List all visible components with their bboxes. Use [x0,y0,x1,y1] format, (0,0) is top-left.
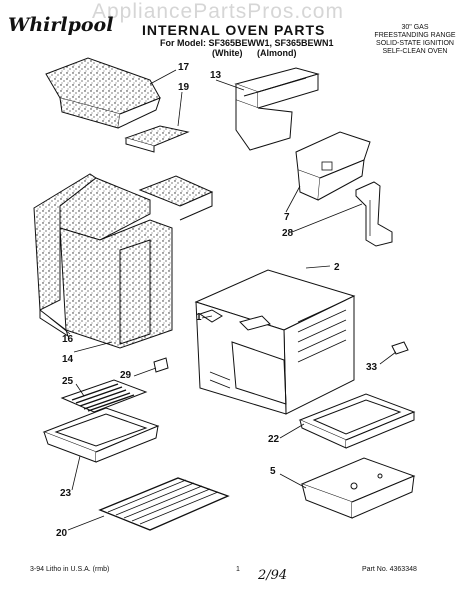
callout-leaders [49,69,397,531]
part-28-bracket [355,181,393,247]
footer-litho: 3-94 Litho in U.S.A. (rmb) [30,566,110,573]
callout-28: 28 [282,228,294,239]
part-33-clip [391,341,409,355]
part-19-insulation-pad [124,125,190,153]
desc-line-1: 30" GAS [401,24,429,31]
part-20-oven-rack [98,477,230,531]
callout-23: 23 [60,488,72,499]
callout-14: 14 [62,354,74,365]
callout-25: 25 [62,376,74,387]
part-14-wrap-insulation [39,219,173,349]
watermark-text: AppliancePartsPros.com [92,0,344,23]
desc-line-3: SOLID-STATE IGNITION [376,40,454,47]
callout-2: 2 [334,262,340,273]
callout-17: 17 [178,62,190,73]
part-5-burner-box [300,457,416,519]
page-title: INTERNAL OVEN PARTS [142,22,326,38]
handwritten-date: 2/94 [258,568,288,583]
whirlpool-logo: Whirlpool [8,14,113,40]
callout-7: 7 [284,212,290,223]
part-7-burner-baffle [295,131,371,201]
callout-22: 22 [268,434,280,445]
callout-1: 1 [196,312,202,323]
part-17-top-insulation [45,57,161,129]
part-2-oven-cavity [194,269,356,415]
desc-line-2: FREESTANDING RANGE [374,32,456,39]
callout-20: 20 [56,528,68,539]
callout-29: 29 [120,370,132,381]
desc-line-4: SELF-CLEAN OVEN [382,48,448,55]
part-25-broiler-grid [60,379,148,413]
model-line: For Model: SF365BEWW1, SF365BEWN1 [160,38,334,48]
callout-5: 5 [270,466,276,477]
part-13-vent-duct [234,67,320,151]
footer-page-number: 1 [236,566,240,573]
part-22-oven-bottom [298,393,416,449]
callout-19: 19 [178,82,190,93]
callout-33: 33 [366,362,378,373]
variant-almond: (Almond) [257,48,297,58]
part-29-clip [153,357,169,373]
footer-part-number: Part No. 4363348 [362,566,417,573]
brand-name: Whirlpool [8,14,114,36]
variant-labels: (White) (Almond) [212,48,309,58]
part-23-broiler-pan [42,407,160,463]
callout-16: 16 [62,334,74,345]
part-16-side-insulation [33,173,214,311]
product-description: 30" GAS FREESTANDING RANGE SOLID-STATE I… [360,24,470,56]
variant-white: (White) [212,48,243,58]
callout-13: 13 [210,70,222,81]
